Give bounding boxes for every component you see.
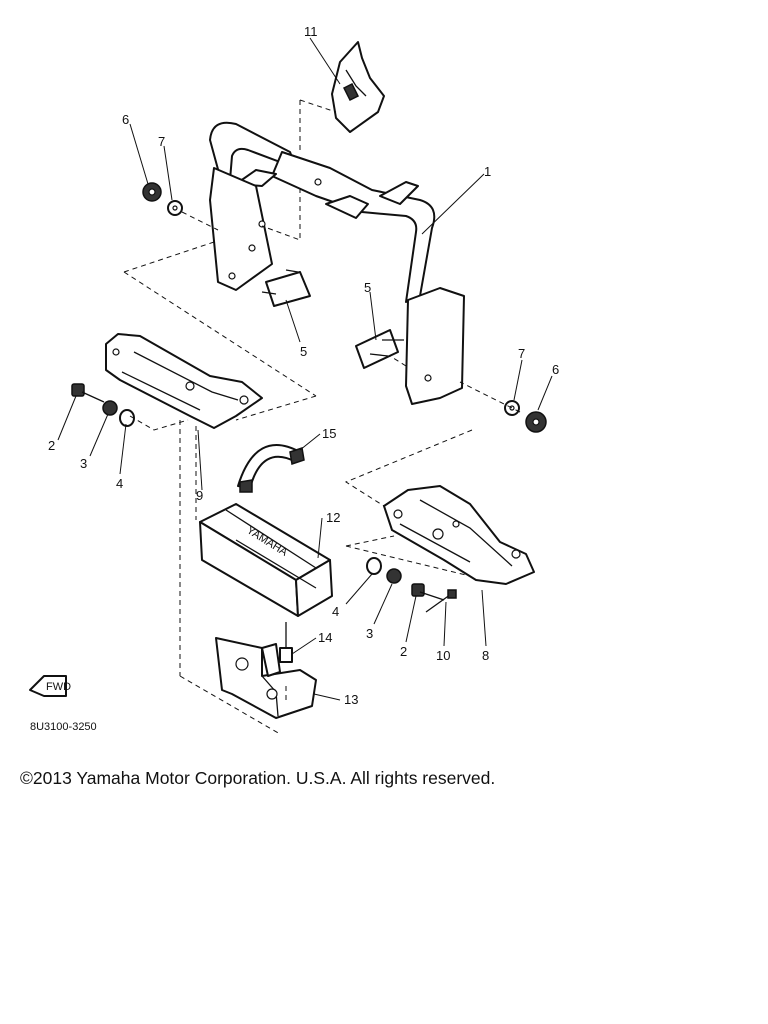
part-13-bottom-bracket — [215, 637, 317, 719]
callout-4: 4 — [116, 476, 123, 491]
part-1-frame — [209, 121, 465, 405]
part-12-box — [199, 503, 333, 617]
washer-4-left — [119, 409, 135, 427]
callout-2: 2 — [48, 438, 55, 453]
pin-10 — [425, 589, 457, 613]
callout-3: 3 — [80, 456, 87, 471]
washer-7-left — [167, 200, 183, 216]
copyright-notice: ©2013 Yamaha Motor Corporation. U.S.A. A… — [20, 768, 496, 788]
washer-4-right — [366, 557, 382, 575]
callout-12: 12 — [326, 510, 340, 525]
callout-3: 3 — [366, 626, 373, 641]
part-9-left-bracket — [105, 333, 263, 429]
callouts: 11 6 7 1 5 5 7 6 15 2 3 4 9 12 4 3 2 10 … — [48, 24, 559, 707]
exploded-parts-diagram: FWD YAMAHA 11 6 7 1 5 5 7 6 15 2 3 4 9 1… — [29, 24, 559, 735]
callout-1: 1 — [484, 164, 491, 179]
callout-6: 6 — [122, 112, 129, 127]
callout-7: 7 — [518, 346, 525, 361]
assembly-lines — [123, 99, 521, 735]
callout-4: 4 — [332, 604, 339, 619]
washer-7-right — [504, 400, 520, 416]
fwd-label: FWD — [46, 681, 71, 693]
part-5-plate-lower — [355, 329, 404, 369]
diagram-code: 8U3100-3250 — [30, 721, 97, 733]
part-14-bolt — [279, 622, 293, 663]
callout-7: 7 — [158, 134, 165, 149]
callout-9: 9 — [196, 488, 203, 503]
callout-5: 5 — [364, 280, 371, 295]
callout-14: 14 — [318, 630, 332, 645]
nut-6-right — [525, 411, 547, 433]
leader-lines — [57, 37, 553, 701]
callout-2: 2 — [400, 644, 407, 659]
part-15-strap — [237, 443, 305, 493]
callout-10: 10 — [436, 648, 450, 663]
bolt-2-right — [411, 583, 445, 601]
callout-13: 13 — [344, 692, 358, 707]
callout-11: 11 — [304, 24, 318, 39]
bolt-2-left — [71, 383, 105, 403]
washer-3-right — [386, 568, 402, 584]
washer-3-left — [102, 400, 118, 416]
callout-15: 15 — [322, 426, 336, 441]
callout-6: 6 — [552, 362, 559, 377]
callout-5: 5 — [300, 344, 307, 359]
callout-8: 8 — [482, 648, 489, 663]
nut-6-left — [142, 182, 162, 202]
part-8-right-bracket — [383, 485, 535, 585]
fwd-arrow-icon: FWD — [29, 675, 71, 697]
part-5-plate-upper — [261, 269, 311, 307]
part-11-cover — [331, 41, 385, 133]
